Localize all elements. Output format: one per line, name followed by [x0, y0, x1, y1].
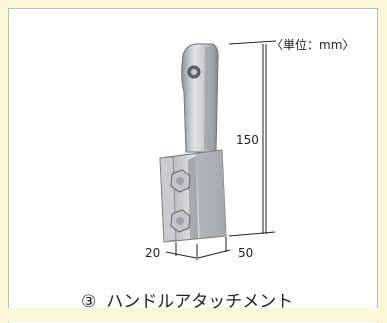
clamp-body — [159, 149, 227, 243]
dimension-small-width-label: 20 — [145, 246, 161, 260]
bottom-strip — [0, 308, 387, 322]
dimension-lines — [165, 40, 277, 260]
dimension-height-label: 150 — [236, 133, 259, 147]
bolt-bottom — [170, 209, 191, 233]
upper-plate — [181, 43, 219, 153]
unit-label: 〈単位：mm〉 — [271, 38, 355, 52]
caption-number: ③ — [81, 292, 97, 312]
caption-text: ハンドルアタッチメント — [106, 292, 294, 312]
dimension-large-width-label: 50 — [238, 246, 254, 260]
product-caption: ③ ハンドルアタッチメント — [81, 287, 293, 312]
bolt-top — [170, 169, 191, 193]
